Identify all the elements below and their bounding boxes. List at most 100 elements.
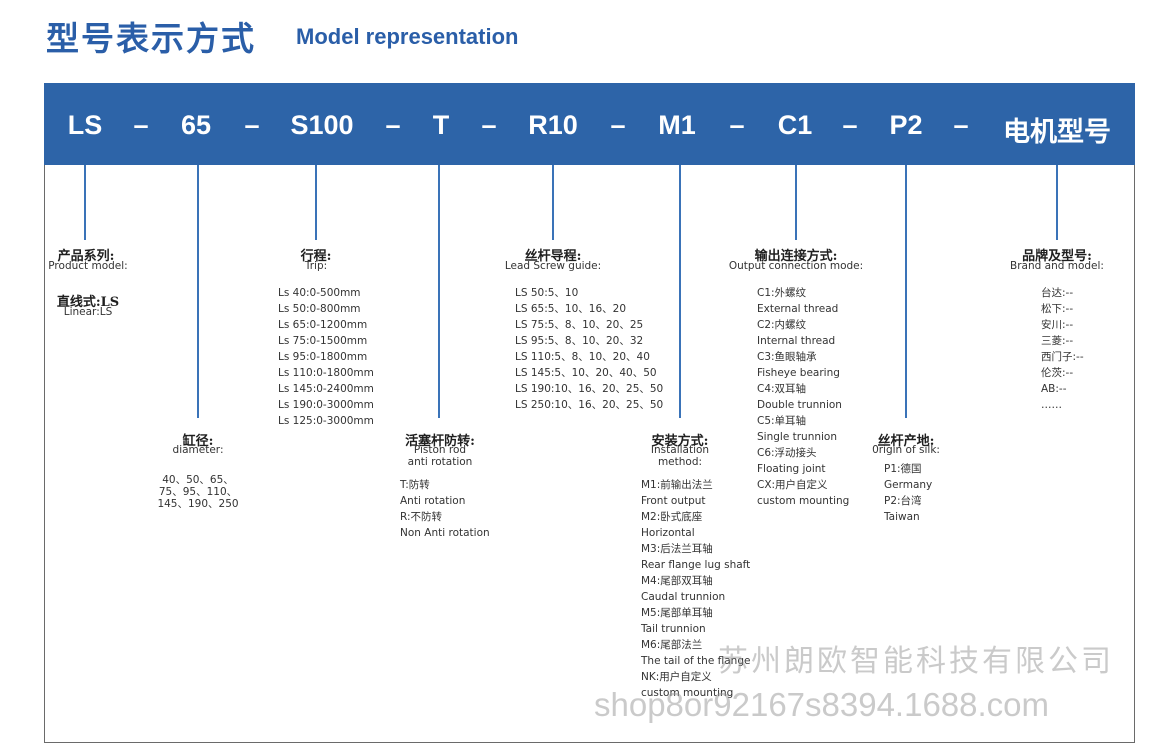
list-item: 75、95、110、 [158, 486, 238, 498]
output-header-cn: 输出连接方式: [754, 249, 838, 264]
code-segment-brand: 电机型号 [1003, 117, 1111, 147]
product-header-cn: 产品系列: [57, 249, 115, 264]
piston-header-cn: 活塞杆防转: [405, 434, 475, 449]
list-item: Front output [641, 495, 706, 507]
list-item: M3:后法兰耳轴 [641, 543, 713, 555]
list-item: LS 95:5、8、10、20、32 [515, 335, 644, 347]
connector-line-piston [438, 165, 440, 418]
code-segment-lead: R10 [528, 110, 578, 140]
list-item: Caudal trunnion [641, 591, 726, 603]
output-list: C1:外螺纹 External thread C2:内螺纹 Internal t… [757, 285, 849, 509]
list-item: LS 110:5、8、10、20、40 [515, 351, 650, 363]
model-code-bar [44, 83, 1135, 165]
watermark-url: shop8or92167s8394.1688.com [594, 686, 1050, 723]
diameter-header-en: diameter: [172, 444, 224, 456]
list-item: Ls 95:0-1800mm [278, 351, 368, 363]
list-item: LS 190:10、16、20、25、50 [515, 383, 664, 395]
list-item: C1:外螺纹 [757, 287, 807, 299]
list-item: P2:台湾 [884, 495, 922, 507]
list-item: Horizontal [641, 527, 695, 539]
list-item: Ls 75:0-1500mm [278, 335, 368, 347]
list-item: Germany [884, 479, 933, 491]
product-item-cn: 直线式:LS [56, 295, 120, 310]
connector-line-series [84, 165, 86, 240]
list-item: …… [1041, 399, 1062, 411]
list-item: Ls 40:0-500mm [278, 287, 361, 299]
list-item: M1:前输出法兰 [641, 479, 713, 491]
install-list: M1:前输出法兰 Front output M2:卧式底座 Horizontal… [641, 477, 750, 701]
list-item: M6:尾部法兰 [641, 639, 703, 651]
list-item: C2:内螺纹 [757, 319, 807, 331]
watermark-company: 苏州朗欧智能科技有限公司 [718, 644, 1114, 679]
list-item: 145、190、250 [157, 498, 239, 510]
code-segment-trip: S100 [290, 110, 354, 140]
connector-line-output [795, 165, 797, 240]
list-item: 伦茨:-- [1041, 367, 1074, 379]
list-item: Fisheye bearing [757, 367, 840, 379]
list-item: LS 145:5、10、20、40、50 [515, 367, 657, 379]
list-item: Taiwan [884, 511, 920, 523]
code-separator: – [729, 110, 745, 140]
install-header-en-2: method: [657, 456, 703, 468]
code-segment-series: LS [67, 110, 103, 140]
list-item: Single trunnion [757, 431, 838, 443]
list-item: M5:尾部单耳轴 [641, 607, 713, 619]
product-header-en: Product model: [48, 260, 128, 272]
list-item: C3:鱼眼轴承 [757, 351, 817, 363]
list-item: custom mounting [757, 495, 850, 507]
list-item: Ls 50:0-800mm [278, 303, 361, 315]
code-separator: – [244, 110, 260, 140]
list-item: 台达:-- [1041, 287, 1074, 299]
connector-line-diameter [197, 165, 199, 418]
origin-list: P1:德国 Germany P2:台湾 Taiwan [884, 461, 932, 525]
code-segment-output: C1 [777, 110, 813, 140]
list-item: Ls 125:0-3000mm [278, 415, 374, 427]
list-item: LS 250:10、16、20、25、50 [515, 399, 664, 411]
list-item: External thread [757, 303, 839, 315]
piston-list: T:防转 Anti rotation R:不防转 Non Anti rotati… [400, 477, 490, 541]
list-item: Ls 65:0-1200mm [278, 319, 368, 331]
list-item: M2:卧式底座 [641, 511, 703, 523]
list-item: M4:尾部双耳轴 [641, 575, 713, 587]
list-item: P1:德国 [884, 463, 922, 475]
list-item: Anti rotation [400, 495, 466, 507]
list-item: custom mounting [641, 687, 734, 699]
list-item: Rear flange lug shaft [641, 559, 751, 571]
list-item: T:防转 [400, 479, 430, 491]
list-item: LS 65:5、10、16、20 [515, 303, 627, 315]
install-header-cn: 安装方式: [651, 434, 709, 449]
code-segment-diameter: 65 [180, 110, 212, 140]
list-item: 西门子:-- [1041, 351, 1084, 363]
output-header-en: Output connection mode: [728, 260, 864, 272]
origin-header-cn: 丝杆产地: [877, 434, 935, 449]
install-header-en-1: Installation [650, 444, 710, 456]
trip-header-en: Trip: [304, 260, 328, 272]
diameter-list: 40、50、65、 75、95、110、 145、190、250 [157, 474, 238, 510]
list-item: Ls 145:0-2400mm [278, 383, 374, 395]
piston-header-en-2: anti rotation [407, 456, 473, 468]
list-item: AB:-- [1041, 383, 1067, 395]
code-separator: – [842, 110, 858, 140]
code-separator: – [610, 110, 626, 140]
list-item: Ls 190:0-3000mm [278, 399, 374, 411]
list-item: Floating joint [757, 463, 826, 475]
list-item: C6:浮动接头 [757, 447, 817, 459]
list-item: 三菱:-- [1041, 335, 1074, 347]
list-item: 40、50、65、 [162, 474, 234, 486]
list-item: LS 75:5、8、10、20、25 [515, 319, 644, 331]
code-separator: – [385, 110, 401, 140]
brand-list: 台达:-- 松下:-- 安川:-- 三菱:-- 西门子:-- 伦茨:-- AB:… [1041, 285, 1084, 413]
lead-header-cn: 丝杆导程: [524, 249, 582, 264]
code-separator: – [133, 110, 149, 140]
list-item: 安川:-- [1041, 319, 1074, 331]
list-item: Tail trunnion [641, 623, 706, 635]
origin-header-en: 0rigin of silk: [872, 444, 940, 456]
code-separator: – [481, 110, 497, 140]
diameter-header-cn: 缸径: [182, 434, 214, 449]
list-item: LS 50:5、10 [515, 287, 579, 299]
piston-header-en-1: Piston rod [413, 444, 467, 456]
page-title-cn: 型号表示方式 [46, 19, 256, 58]
connector-line-origin [905, 165, 907, 418]
code-segment-origin: P2 [889, 110, 923, 140]
connector-line-trip [315, 165, 317, 240]
